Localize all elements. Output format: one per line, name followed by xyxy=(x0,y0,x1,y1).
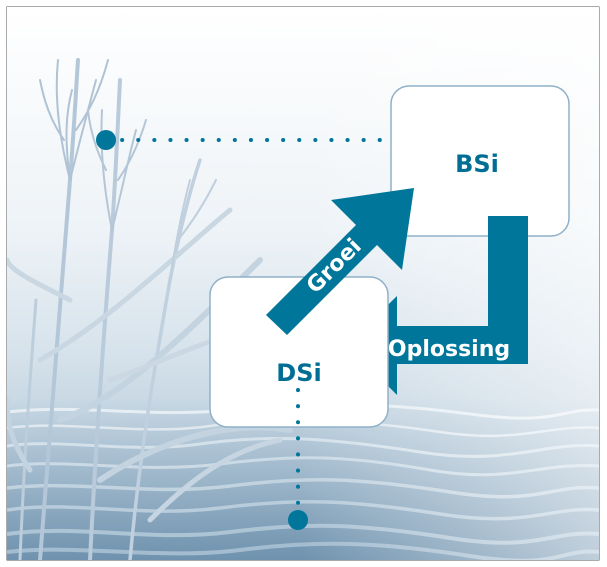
bsi-box xyxy=(390,85,570,237)
dsi-label: DSi xyxy=(276,359,321,387)
growth-arrow xyxy=(266,188,414,335)
connector-dot-top xyxy=(96,130,116,150)
dsi-box xyxy=(209,276,389,428)
dissolution-arrow xyxy=(347,216,528,395)
bsi-label: BSi xyxy=(455,150,499,178)
dissolution-label: Oplossing xyxy=(388,337,510,362)
connector-dot-bottom xyxy=(288,510,308,530)
